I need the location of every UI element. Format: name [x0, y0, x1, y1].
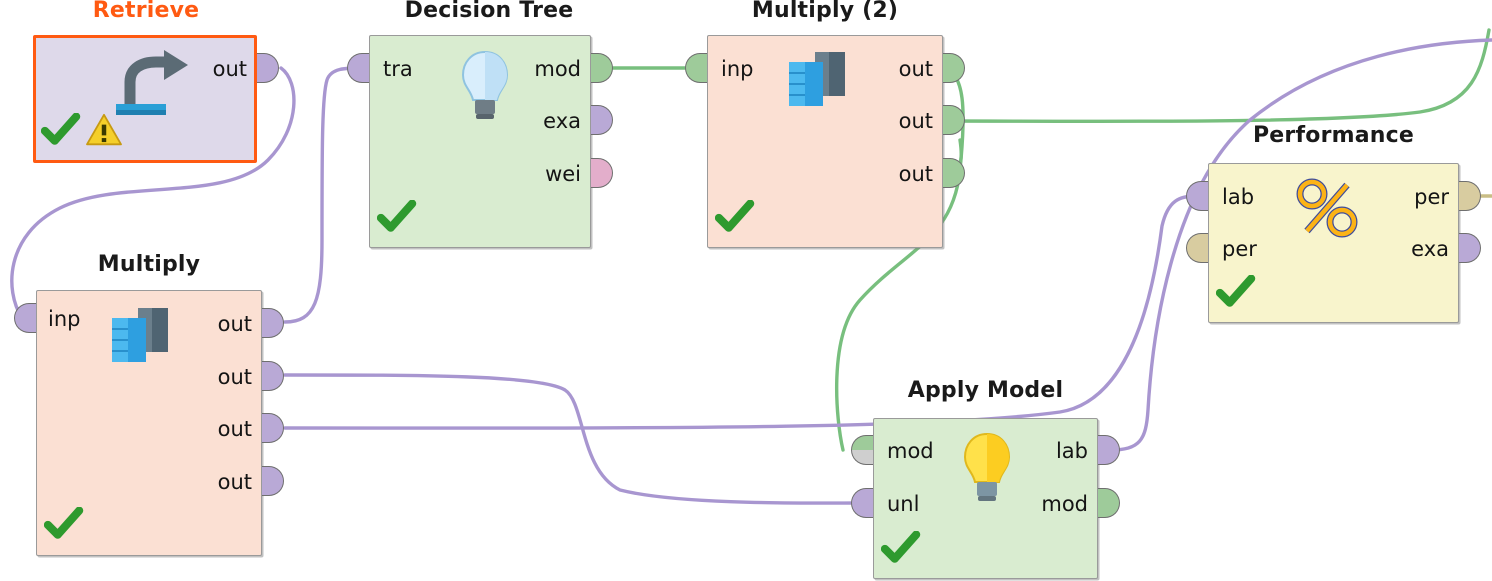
port-multiply-inp[interactable] — [14, 303, 36, 333]
port-label-multiply-out-2: out — [217, 365, 252, 389]
port-label-decision-tree-exa: exa — [543, 109, 581, 133]
check-icon — [715, 200, 755, 232]
wire-multiply-to-performance-lab — [283, 194, 1198, 430]
check-icon — [881, 531, 921, 563]
multiply-stack-icon — [789, 52, 845, 106]
node-multiply-2[interactable]: Multiply (2) inp out out out — [685, 0, 965, 250]
node-title-multiply-2: Multiply (2) — [751, 0, 899, 23]
node-multiply[interactable]: Multiply inp out out out out — [14, 252, 284, 557]
port-label-apply-model-lab: lab — [1055, 439, 1088, 463]
port-label-multiply-2-out-3: out — [898, 162, 933, 186]
port-label-performance-per-out: per — [1414, 185, 1449, 209]
node-decision-tree[interactable]: Decision Tree tra mod exa wei — [347, 0, 613, 250]
port-label-performance-lab: lab — [1222, 185, 1255, 209]
port-multiply-2-inp[interactable] — [685, 53, 707, 83]
check-icon — [377, 200, 417, 232]
port-performance-lab[interactable] — [1186, 181, 1208, 211]
port-label-decision-tree-mod: mod — [534, 57, 581, 81]
port-decision-tree-tra[interactable] — [347, 53, 369, 83]
port-label-multiply-2-out-2: out — [898, 109, 933, 133]
node-body-performance[interactable] — [1208, 163, 1459, 323]
lightbulb-yellow-icon — [963, 432, 1011, 501]
port-label-multiply-inp: inp — [48, 307, 81, 331]
wire-multiply-to-applymodel-unl — [283, 373, 863, 505]
wire-multiply-to-decisiontree — [283, 66, 362, 324]
lightbulb-blue-icon — [461, 50, 509, 119]
node-performance[interactable]: Performance lab per per exa — [1186, 123, 1481, 325]
port-label-performance-per-in: per — [1222, 237, 1257, 261]
port-label-multiply-out-3: out — [217, 417, 252, 441]
check-icon — [1216, 275, 1256, 307]
node-apply-model[interactable]: Apply Model mod unl lab mod — [851, 378, 1120, 579]
port-label-performance-exa: exa — [1411, 237, 1449, 261]
warning-icon — [86, 113, 122, 146]
check-icon — [41, 113, 81, 145]
wire-retrieve-to-multiply — [10, 66, 296, 320]
node-title-performance: Performance — [1252, 123, 1415, 148]
port-label-apply-model-unl: unl — [887, 492, 920, 516]
port-apply-model-mod-in[interactable] — [851, 435, 873, 465]
node-body-retrieve[interactable] — [33, 35, 257, 163]
port-label-retrieve-out: out — [212, 57, 247, 81]
wire-multiply2-to-offscreen — [941, 28, 1491, 124]
retrieve-arrow-icon — [116, 50, 188, 115]
port-performance-per-in[interactable] — [1186, 233, 1208, 263]
port-decision-tree-exa[interactable] — [591, 105, 613, 135]
port-apply-model-unl[interactable] — [851, 488, 873, 518]
port-decision-tree-mod[interactable] — [591, 53, 613, 83]
port-label-apply-model-mod-out: mod — [1041, 492, 1088, 516]
port-label-decision-tree-wei: wei — [545, 162, 581, 186]
node-retrieve[interactable]: Retrieve out — [33, 0, 279, 165]
port-label-apply-model-mod-in: mod — [887, 439, 934, 463]
check-icon — [44, 507, 84, 539]
port-label-multiply-2-out-1: out — [898, 57, 933, 81]
port-decision-tree-wei[interactable] — [591, 158, 613, 188]
node-title-decision-tree: Decision Tree — [404, 0, 574, 23]
port-label-multiply-2-inp: inp — [721, 57, 754, 81]
port-label-multiply-out-1: out — [217, 312, 252, 336]
wire-multiply2-to-applymodel — [834, 66, 965, 452]
node-title-multiply: Multiply — [97, 252, 201, 277]
percent-icon — [1296, 178, 1358, 238]
multiply-stack-icon — [112, 308, 168, 362]
node-title-retrieve: Retrieve — [92, 0, 200, 23]
node-title-apply-model: Apply Model — [907, 378, 1064, 403]
port-label-multiply-out-4: out — [217, 470, 252, 494]
port-label-decision-tree-tra: tra — [383, 57, 413, 81]
